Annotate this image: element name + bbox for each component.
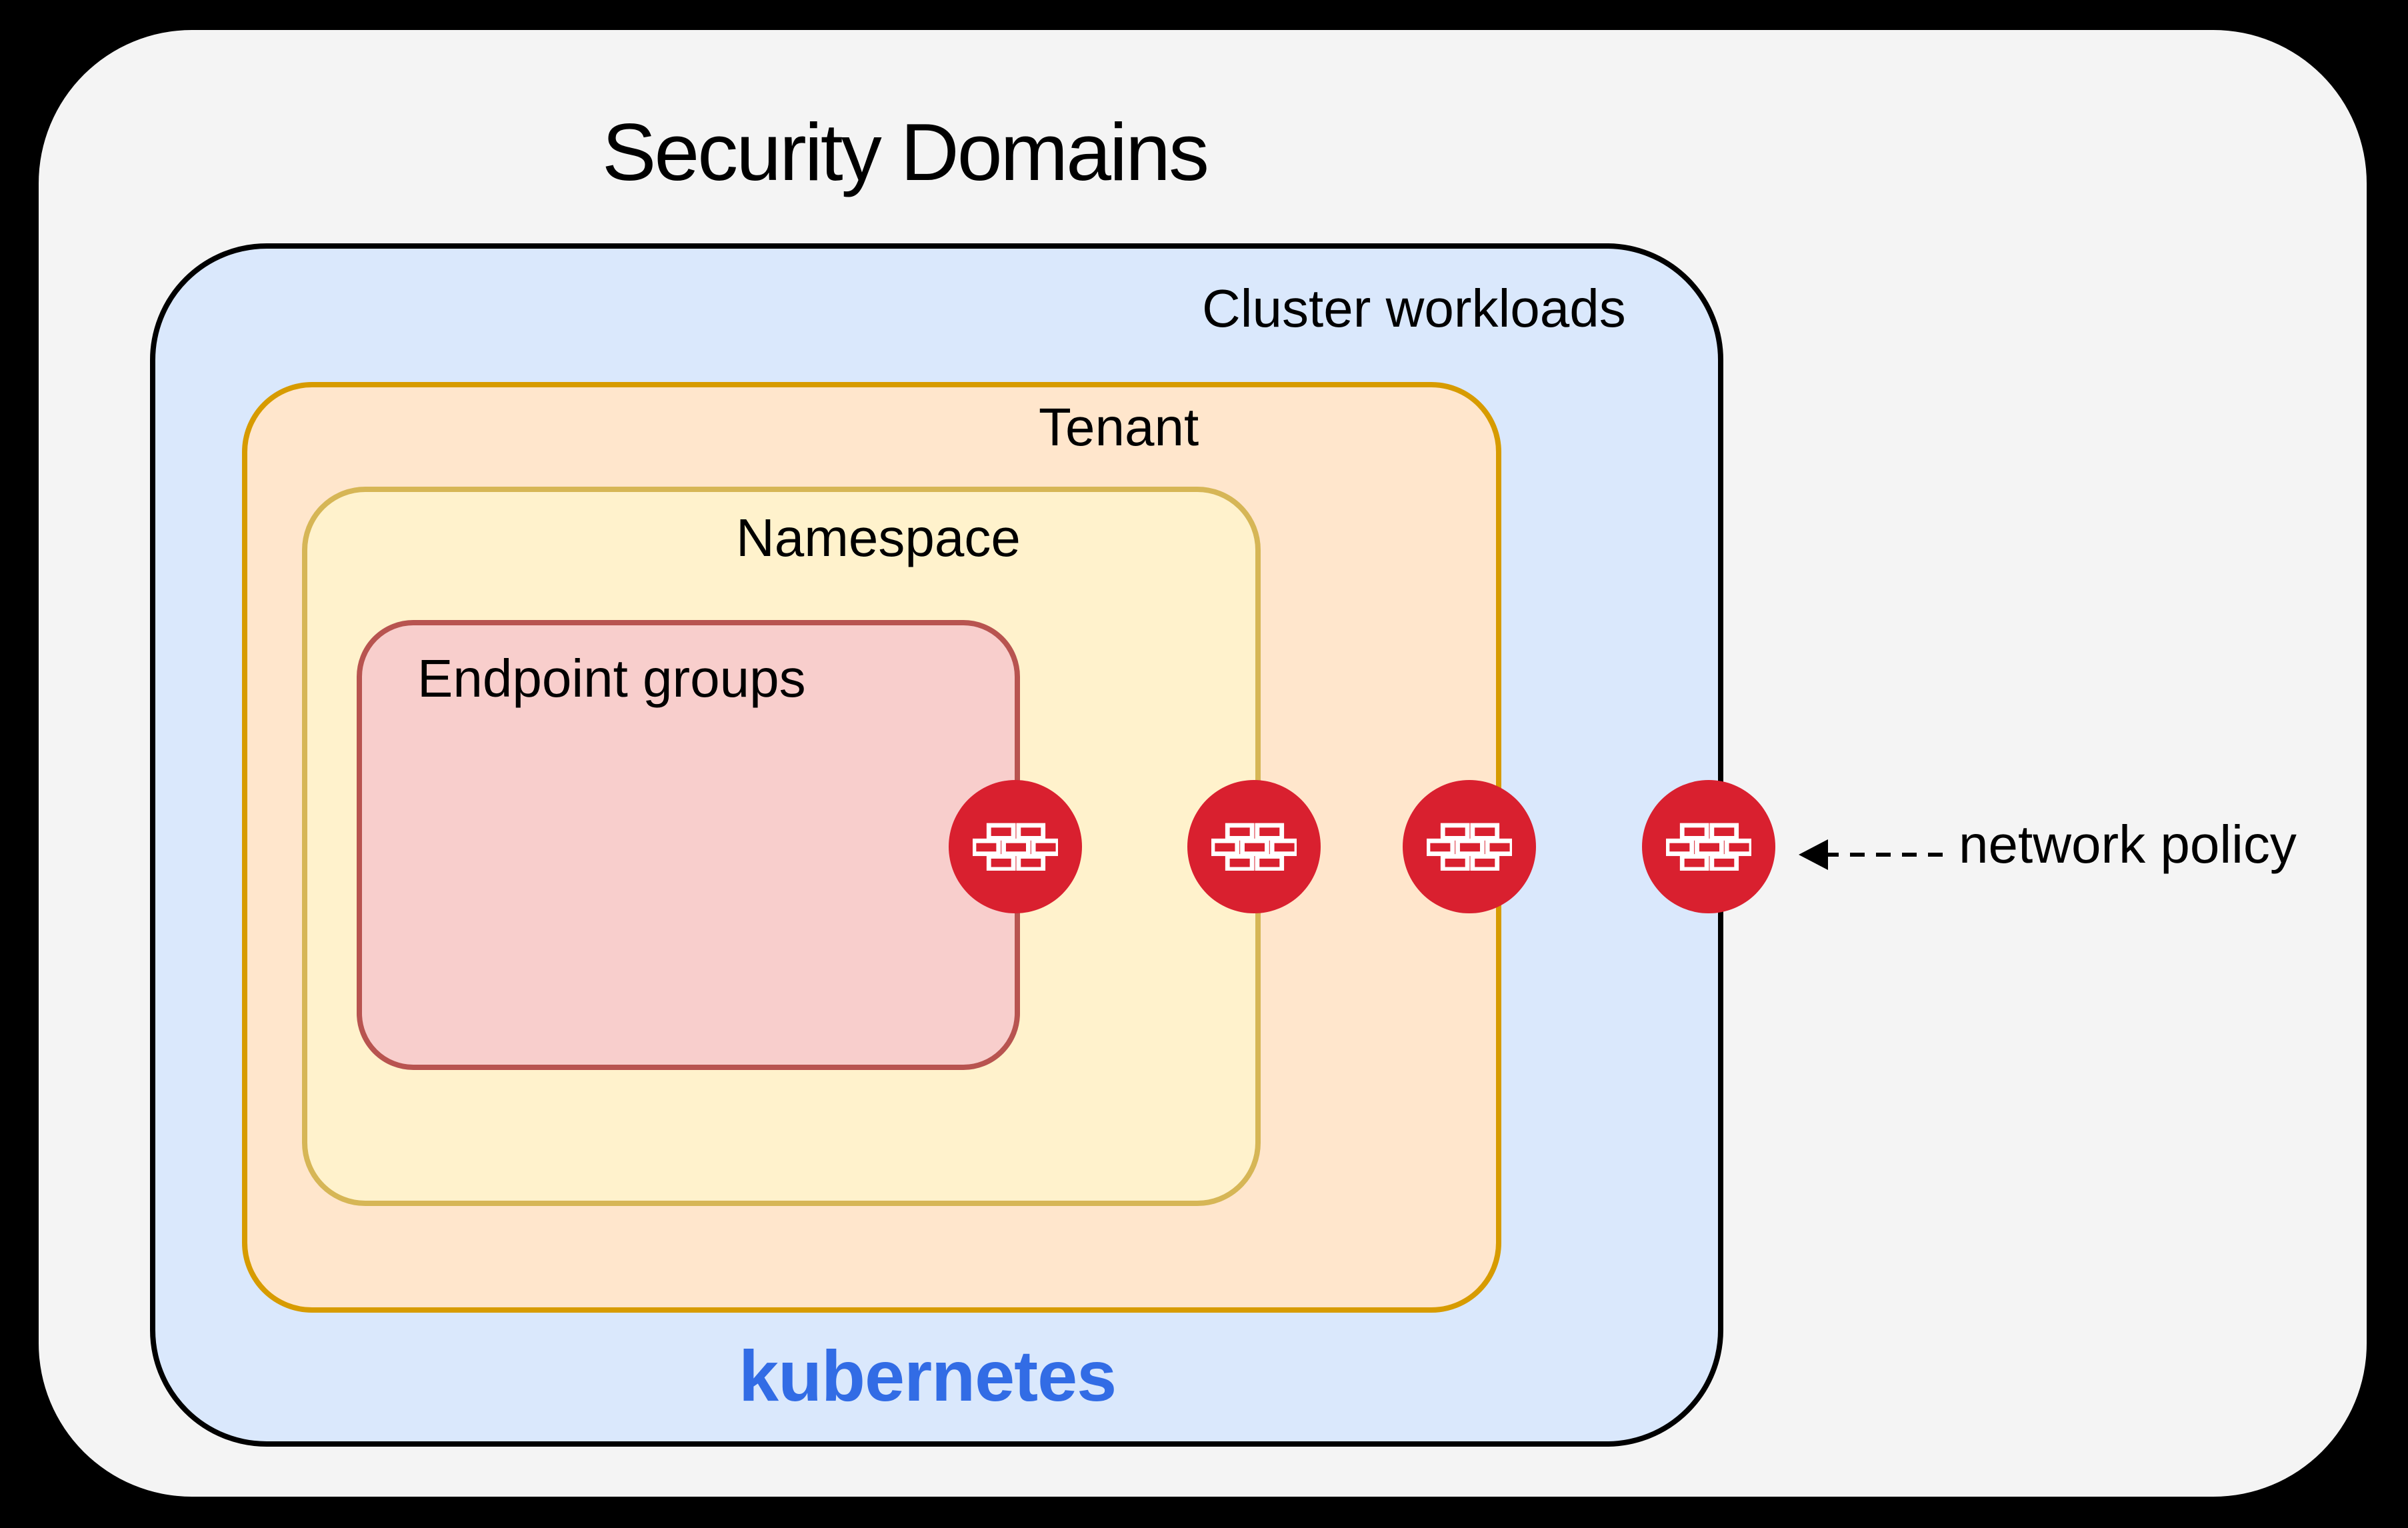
endpoint-groups-label: Endpoint groups — [417, 649, 806, 708]
page-title: Security Domains — [602, 107, 1209, 197]
network-policy-arrow — [1799, 839, 1952, 870]
firewall-icon-cluster-boundary — [1642, 780, 1775, 913]
brick-wall-icon — [1666, 823, 1751, 871]
network-policy-label: network policy — [1959, 815, 2297, 874]
tenant-label: Tenant — [1039, 397, 1199, 457]
brick-wall-icon — [973, 823, 1058, 871]
firewall-icon-namespace-boundary — [1187, 780, 1321, 913]
firewall-icon-endpoint-boundary — [949, 780, 1082, 913]
brick-wall-icon — [1211, 823, 1297, 871]
kubernetes-label: kubernetes — [739, 1335, 1117, 1416]
namespace-label: Namespace — [736, 508, 1021, 567]
cluster-workloads-label: Cluster workloads — [1202, 279, 1626, 338]
endpoint-groups-box — [357, 620, 1020, 1070]
security-domains-panel: Security Domains Cluster workloads Tenan… — [39, 30, 2367, 1497]
brick-wall-icon — [1427, 823, 1512, 871]
firewall-icon-tenant-boundary — [1403, 780, 1536, 913]
